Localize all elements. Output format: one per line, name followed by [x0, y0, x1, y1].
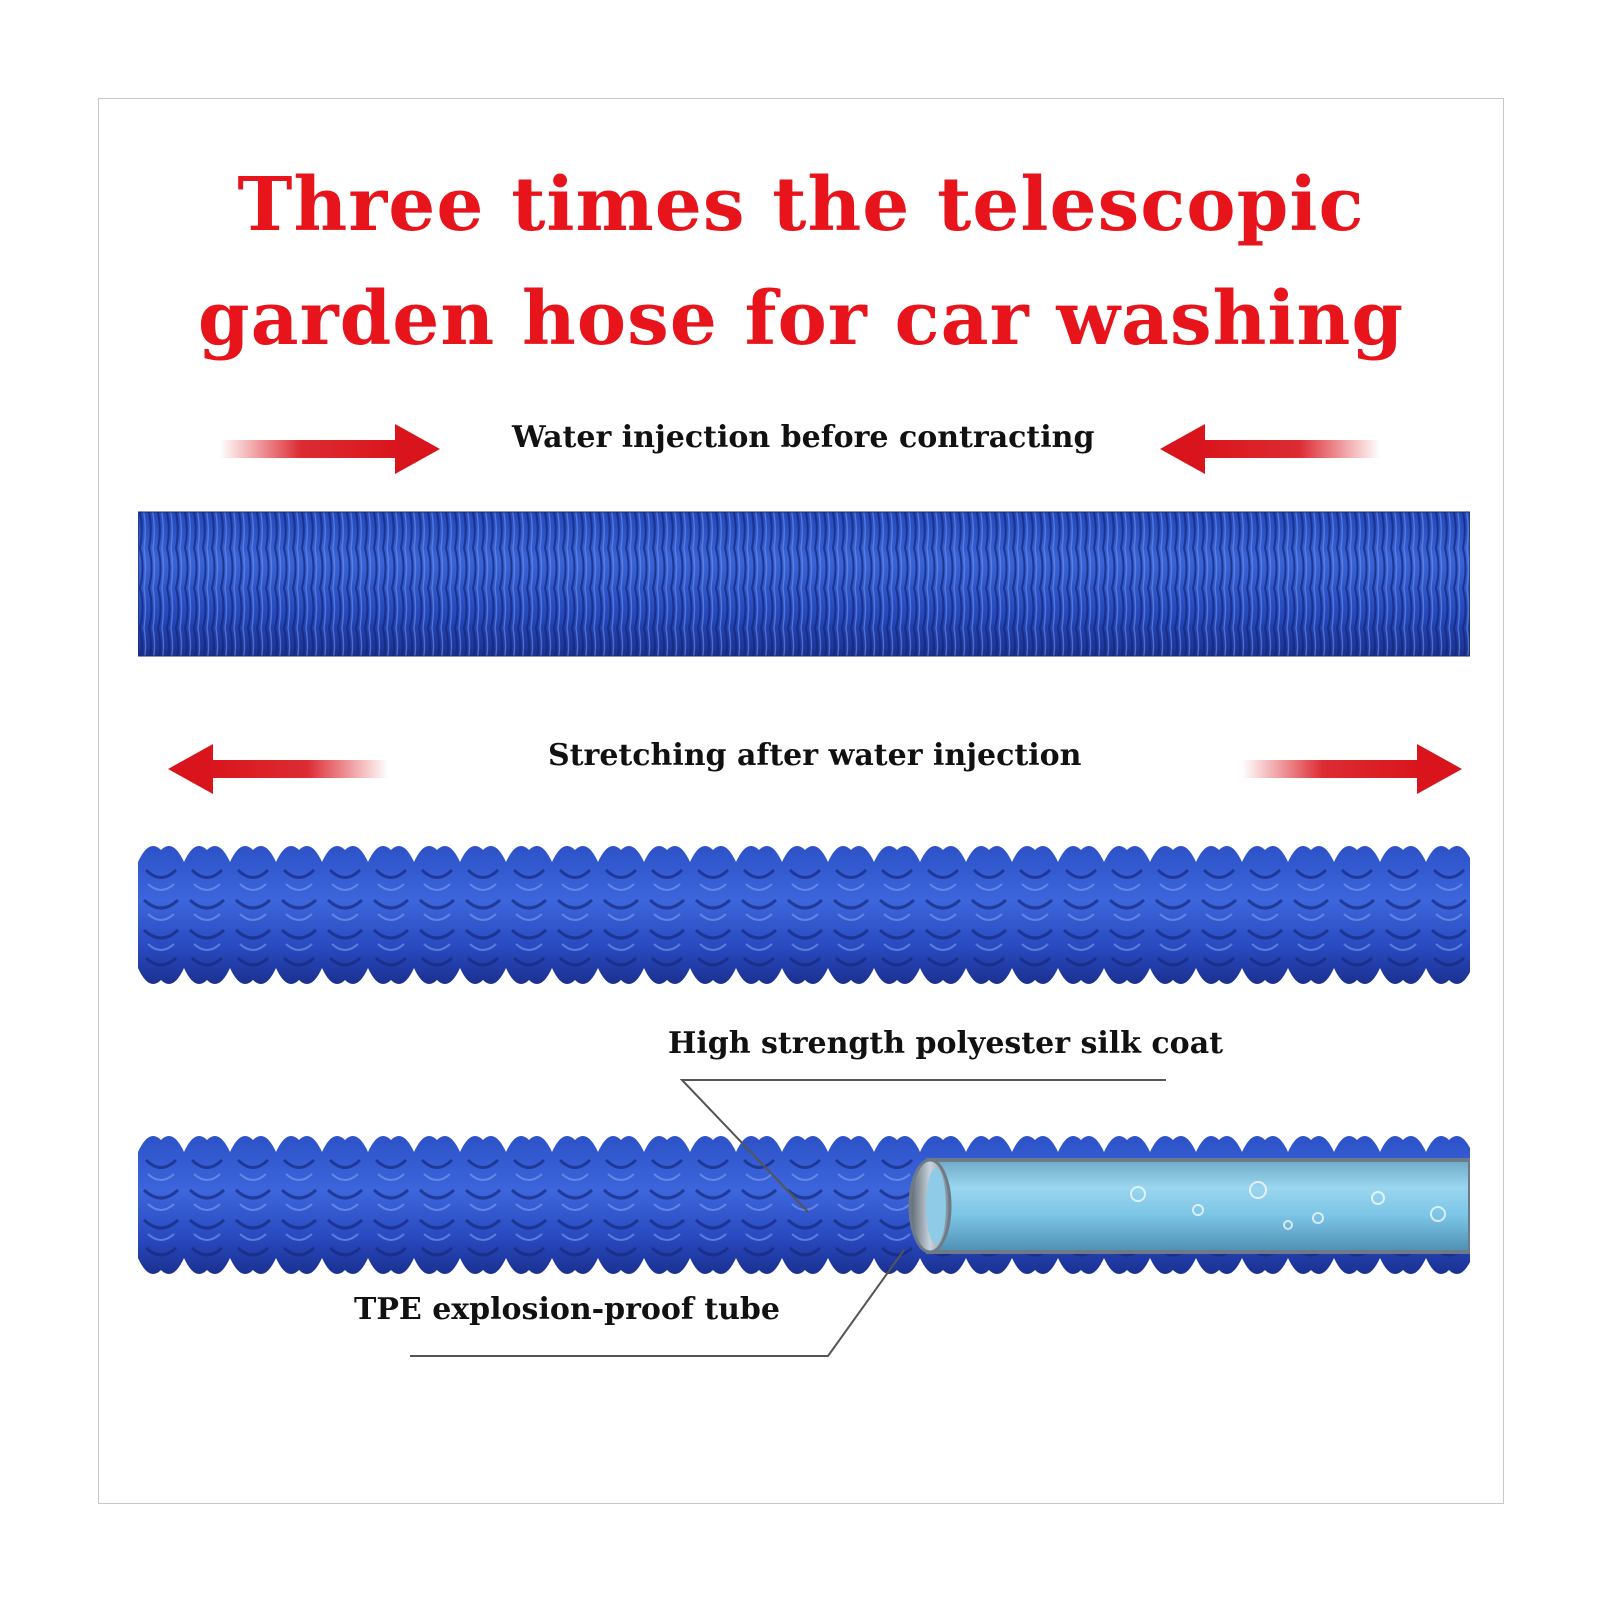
headline-line-1: Three times the telescopic [237, 162, 1365, 248]
hose-stretched [138, 840, 1470, 990]
headline-line-2: garden hose for car washing [197, 276, 1405, 362]
hose-contracted [138, 511, 1470, 657]
label-polyester-coat: High strength polyester silk coat [668, 1026, 1223, 1061]
label-tpe-tube: TPE explosion-proof tube [354, 1292, 780, 1327]
label-after-stretching: Stretching after water injection [548, 738, 1082, 773]
image-frame [98, 98, 1504, 1504]
hose-cutaway [138, 1130, 1470, 1280]
arrow-left-icon [168, 744, 388, 794]
headline: Three times the telescopic garden hose f… [98, 148, 1504, 376]
tpe-tube-icon [908, 1158, 1470, 1254]
arrow-left-icon [1160, 424, 1380, 474]
arrow-right-icon [220, 424, 440, 474]
arrow-right-icon [1242, 744, 1462, 794]
label-before-contracting: Water injection before contracting [512, 420, 1095, 455]
